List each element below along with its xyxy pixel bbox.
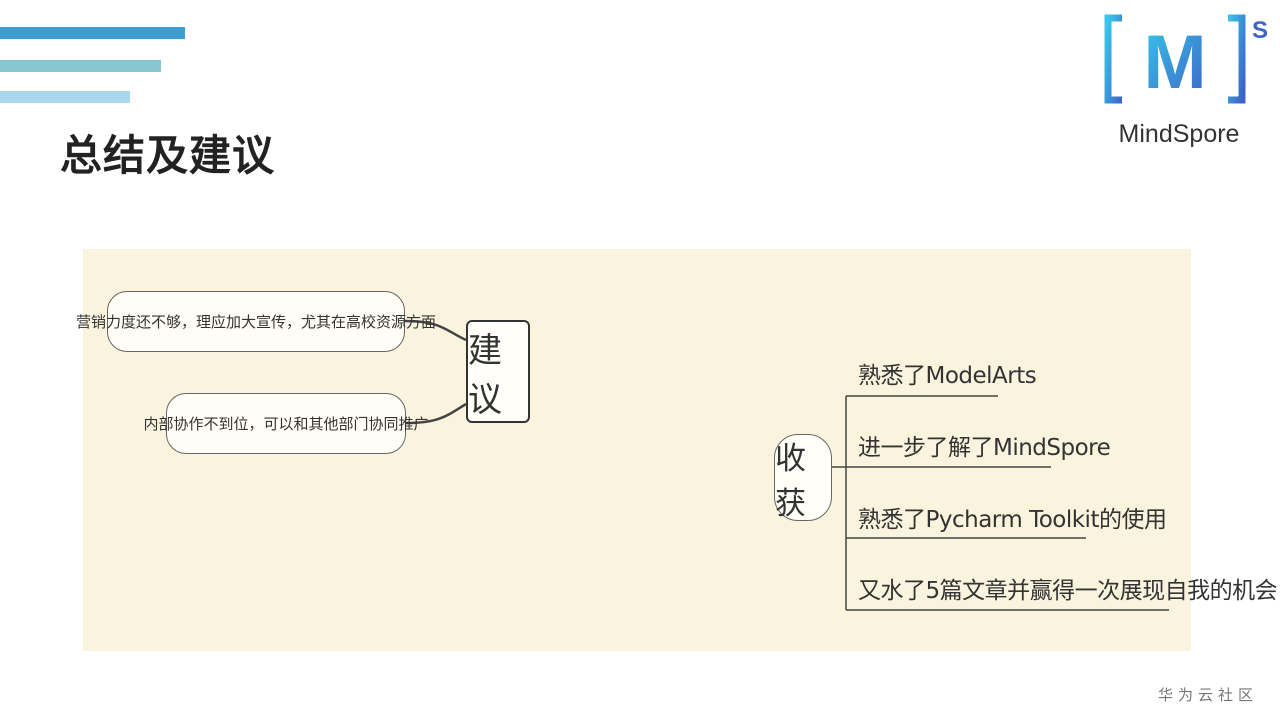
accent-bar-bottom xyxy=(0,91,130,103)
accent-bar-middle xyxy=(0,60,161,72)
accent-bar-top xyxy=(0,27,185,39)
slide-title: 总结及建议 xyxy=(60,131,276,180)
logo-text: MindSpore xyxy=(1118,120,1240,148)
suggestion-item-marketing: 营销力度还不够，理应加大宣传，尤其在高校资源方面 xyxy=(76,291,436,352)
gain-item-mindspore: 进一步了解了MindSpore xyxy=(858,435,1111,461)
gain-item-pycharm-toolkit: 熟悉了Pycharm Toolkit的使用 xyxy=(858,507,1167,533)
suggestion-node: 建议 xyxy=(466,320,530,423)
footer-community-label: 华为云社区 xyxy=(1158,686,1259,704)
gain-item-articles: 又水了5篇文章并赢得一次展现自我的机会 xyxy=(858,578,1278,604)
gain-item-modelarts: 熟悉了ModelArts xyxy=(858,363,1037,389)
suggestion-item-collaboration: 内部协作不到位，可以和其他部门协同推广 xyxy=(144,393,429,454)
gains-node: 收获 xyxy=(774,434,832,522)
logo-mark-letter: M xyxy=(1143,20,1206,105)
logo-superscript: S xyxy=(1252,17,1268,44)
mindspore-logo-icon: M S xyxy=(1104,14,1268,105)
